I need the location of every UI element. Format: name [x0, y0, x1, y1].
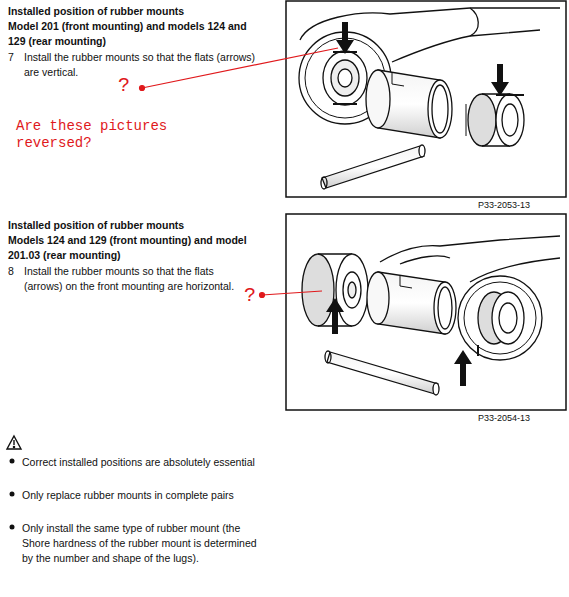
annotation-note: Are these pictures reversed? [16, 118, 196, 152]
warning-item: Only install the same type of rubber mou… [22, 521, 262, 566]
direction-arrow [336, 22, 509, 96]
annotation-mark: ? [118, 72, 138, 100]
warning-item: Only replace rubber mounts in complete p… [22, 488, 262, 503]
annotation-leader [140, 48, 339, 298]
warning-item: Correct installed positions are absolute… [22, 455, 262, 470]
section-heading: Installed position of rubber mounts [8, 218, 288, 233]
annotation-mark: ? [244, 282, 264, 310]
section-heading: Installed position of rubber mounts [8, 4, 288, 19]
section-heading: Models 124 and 129 (front mounting) and … [8, 233, 248, 263]
direction-arrow [326, 298, 472, 386]
section-heading: Model 201 (front mounting) and models 12… [8, 19, 263, 49]
step-number: 8 [8, 264, 20, 279]
warning-symbol [7, 436, 21, 449]
instruction: Install the rubber mounts so that the fl… [24, 264, 246, 294]
instruction: Install the rubber mounts so that the fl… [24, 50, 269, 80]
figure-1 [286, 1, 566, 197]
figure-code: P33-2053-13 [478, 199, 568, 212]
figure-2 [286, 214, 566, 410]
bullet [10, 459, 15, 530]
step-number: 7 [8, 50, 20, 65]
figure-code: P33-2054-13 [478, 412, 568, 425]
